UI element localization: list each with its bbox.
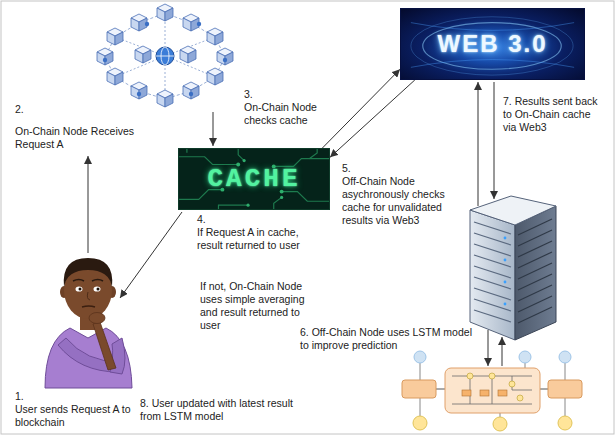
callout-number: 5. <box>342 162 351 174</box>
step-text-box: User sends Request A to blockchain <box>15 403 137 429</box>
step-text-box: Off-Chain Node asychronously checks cach… <box>342 175 460 227</box>
callout-number: 4. <box>197 213 206 225</box>
step-text: 8. User updated with latest result from … <box>140 397 293 422</box>
lstm-illustration <box>402 351 582 431</box>
connector-arrow <box>322 69 400 148</box>
node-title: CACHE <box>207 164 300 194</box>
server-illustration <box>470 196 556 340</box>
callout-number: 3. <box>244 88 253 100</box>
callout-number-box: 3. <box>244 88 274 101</box>
cache-panel: CACHE <box>178 148 330 210</box>
callout-number-box: 1. <box>15 390 45 403</box>
callout-number: 1. <box>15 390 24 402</box>
connector-arrow <box>330 80 415 157</box>
user-figure <box>45 258 132 388</box>
callout-number-box: 2. <box>15 103 45 116</box>
flow-arrows <box>88 82 502 366</box>
step-text-box: On-Chain Node Receives Request A <box>15 125 137 151</box>
step-text-box: 8. User updated with latest result from … <box>140 397 295 423</box>
web3-panel: WEB 3.0 <box>400 8 585 80</box>
step-text: Off-Chain Node asychronously checks cach… <box>342 175 445 226</box>
step-text-box: On-Chain Node checks cache <box>244 101 352 127</box>
step-text: 7. Results sent back to On-Chain cache v… <box>503 95 598 133</box>
step-text-box: 7. Results sent back to On-Chain cache v… <box>503 95 603 134</box>
step-text-box: If not, On-Chain Node uses simple averag… <box>200 280 312 332</box>
step-text: On-Chain Node checks cache <box>244 101 317 126</box>
blockchain-illustration <box>97 4 233 107</box>
step-text-box: If Request A in cache, result returned t… <box>197 226 325 252</box>
step-text: On-Chain Node Receives Request A <box>15 125 134 150</box>
step-text-box: 6. Off-Chain Node uses LSTM model to imp… <box>300 326 475 352</box>
step-text: If not, On-Chain Node uses simple averag… <box>200 280 304 331</box>
step-text: If Request A in cache, result returned t… <box>197 226 300 251</box>
callout-number: 2. <box>15 103 24 115</box>
step-text: User sends Request A to blockchain <box>15 403 131 428</box>
callout-number-box: 5. <box>342 162 372 175</box>
node-title: WEB 3.0 <box>437 30 547 58</box>
step-text: 6. Off-Chain Node uses LSTM model to imp… <box>300 326 472 351</box>
callout-number-box: 4. <box>197 213 227 226</box>
